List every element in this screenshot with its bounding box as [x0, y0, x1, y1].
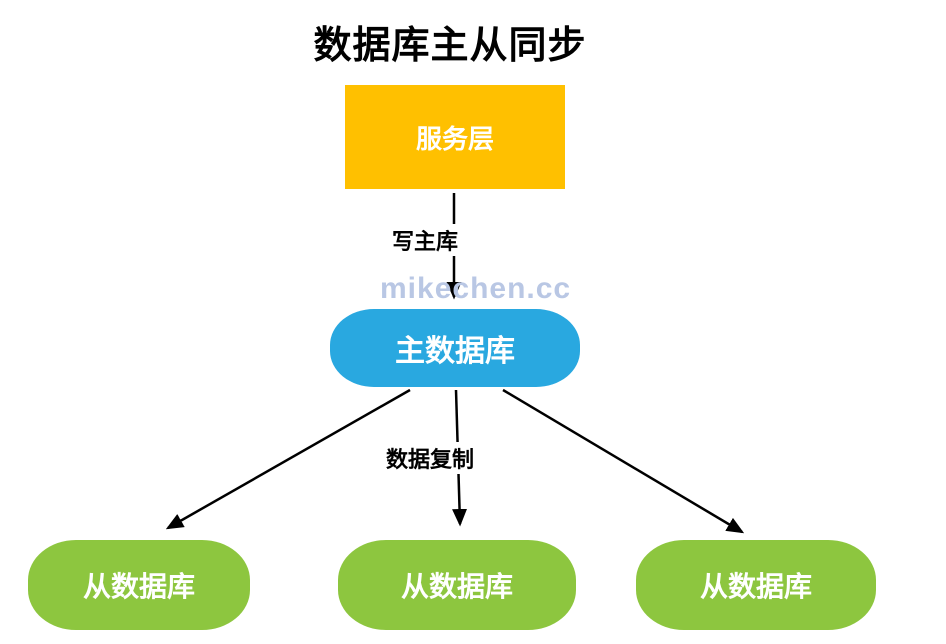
- edge-label-write-master: 写主库: [390, 224, 461, 256]
- node-slave-database-1-label: 从数据库: [82, 571, 195, 602]
- node-master-database-label: 主数据库: [395, 335, 515, 368]
- node-slave-database-2: 从数据库: [338, 540, 576, 630]
- edge-label-data-replication: 数据复制: [384, 442, 477, 474]
- node-slave-database-3: 从数据库: [636, 540, 876, 630]
- node-slave-database-1: 从数据库: [28, 540, 250, 630]
- page-title: 数据库主从同步: [313, 25, 587, 67]
- arrow-master-to-slave-3: [502, 388, 745, 534]
- arrow-master-to-slave-1: [165, 388, 411, 530]
- node-slave-database-2-label: 从数据库: [400, 571, 513, 602]
- node-service-layer-label: 服务层: [415, 123, 494, 154]
- node-service-layer: 服务层: [345, 85, 565, 189]
- watermark-text: mikechen.cc: [380, 272, 572, 305]
- node-master-database: 主数据库: [330, 309, 580, 387]
- node-slave-database-3-label: 从数据库: [699, 571, 812, 602]
